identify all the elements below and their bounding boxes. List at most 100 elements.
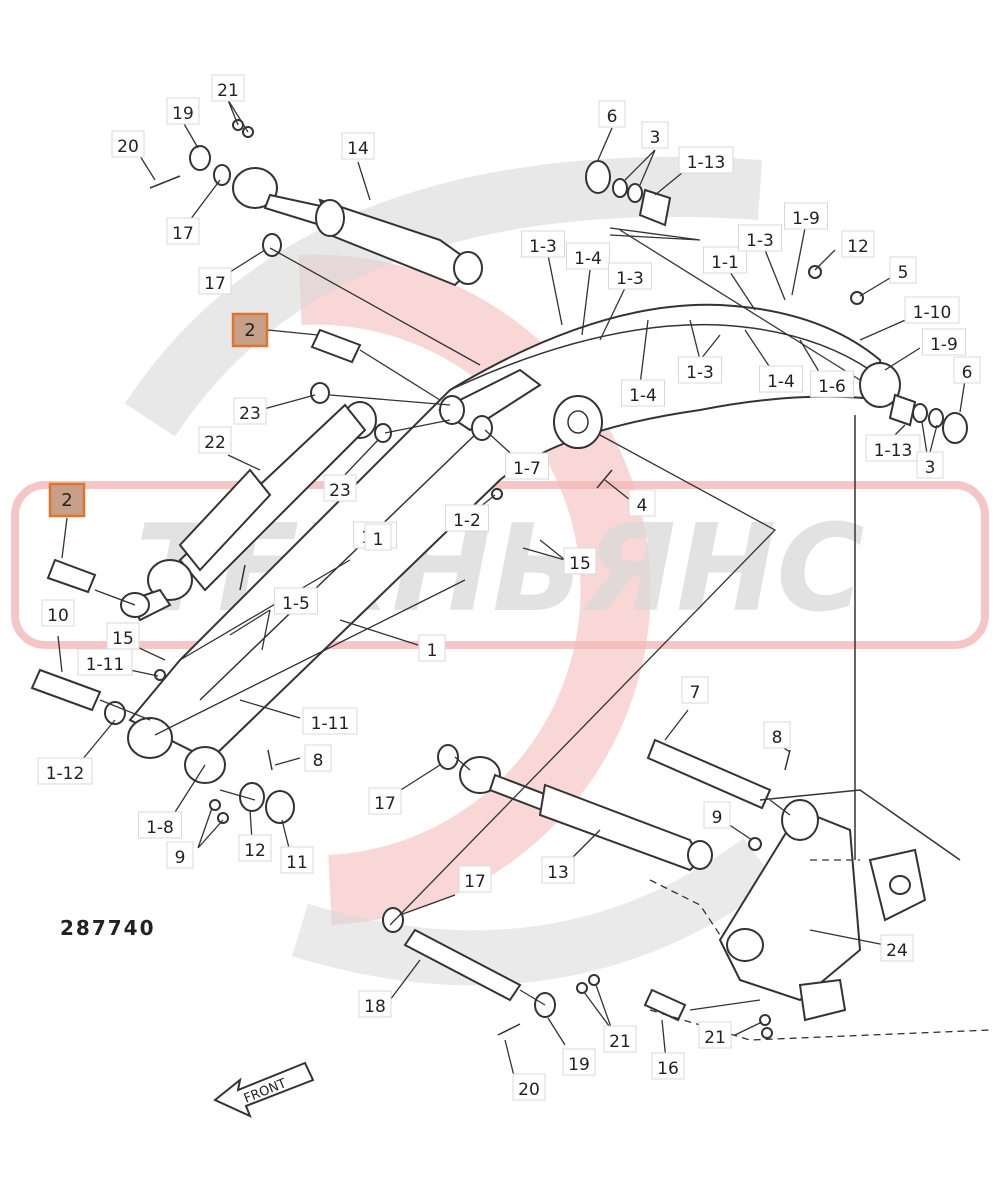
callout-box [521, 230, 565, 258]
callout-number: 8 [772, 728, 783, 748]
callout-box [651, 1052, 685, 1080]
callout-number: 17 [204, 274, 226, 294]
callout-box [274, 587, 318, 615]
callout-box [678, 356, 722, 384]
callout: 6 [598, 100, 626, 128]
callout: 11 [280, 846, 314, 874]
callout-number: 1-13 [687, 153, 726, 173]
callout: 23 [323, 474, 357, 502]
callout: 17 [198, 267, 232, 295]
highlight-box [48, 482, 86, 518]
callout: 15 [563, 547, 597, 575]
callout-box [865, 434, 921, 462]
callout-labels: 21192017141722322232101-11151-121-51-51-… [37, 74, 981, 1101]
callout-box [198, 267, 232, 295]
callout: 12 [238, 834, 272, 862]
callout-number: 1-13 [874, 441, 913, 461]
callout: 1-10 [904, 296, 960, 324]
boom-tip-boss [859, 362, 901, 408]
callout-number: 17 [464, 872, 486, 892]
callout-number: 1-9 [930, 335, 958, 355]
callout-box [681, 676, 709, 704]
callout: 3 [916, 451, 944, 479]
callout-box [238, 834, 272, 862]
boom-foot-boss [127, 717, 173, 759]
callout-box [641, 121, 669, 149]
callout-box [763, 721, 791, 749]
pin-7 [646, 738, 772, 810]
callout-number: 15 [112, 629, 134, 649]
callout: 1-11 [302, 707, 358, 735]
callout: 17 [458, 865, 492, 893]
callout-box [358, 990, 392, 1018]
highlighted-callout: 2 [231, 312, 269, 348]
callout: 1-7 [505, 452, 549, 480]
callout-number: 4 [637, 496, 648, 516]
watermark-arc-gray-lower [291, 837, 777, 986]
callout: 1-9 [784, 202, 828, 230]
boom-body [128, 303, 887, 762]
callout-number: 24 [886, 941, 908, 961]
callout: 1 [364, 523, 392, 551]
callout-box [211, 74, 245, 102]
callout-box [445, 504, 489, 532]
callout: 18 [358, 990, 392, 1018]
callout-number: 1-10 [913, 303, 952, 323]
callout-box [608, 262, 652, 290]
callout: 1-11 [77, 648, 133, 676]
callout-box [198, 426, 232, 454]
callout: 7 [681, 676, 709, 704]
boom-top-boss [553, 395, 603, 449]
callout-number: 21 [704, 1028, 726, 1048]
callout-number: 1-3 [529, 237, 557, 257]
callout-box [41, 599, 75, 627]
callout-number: 1-4 [629, 386, 657, 406]
callout: 1-6 [810, 370, 854, 398]
callout-number: 1 [427, 641, 438, 661]
callout-number: 1-11 [86, 655, 125, 675]
callout: 1-3 [521, 230, 565, 258]
callout-number: 1-5 [282, 594, 310, 614]
callout-box [953, 356, 981, 384]
pins-and-hardware [30, 119, 968, 1039]
callout-box [922, 328, 966, 356]
callout-box [703, 801, 731, 829]
assembly-lines [94, 227, 861, 1011]
callout-number: 9 [712, 808, 723, 828]
callout-box [603, 1025, 637, 1053]
callout-box [111, 130, 145, 158]
callout-box [810, 370, 854, 398]
callout: 24 [880, 934, 914, 962]
callout-number: 1-3 [616, 269, 644, 289]
boom-cylinder-left [120, 401, 377, 622]
callout-box [698, 1021, 732, 1049]
callout-number: 21 [609, 1032, 631, 1052]
callout-box [562, 1048, 596, 1076]
callout-number: 23 [329, 481, 351, 501]
callout-box [77, 648, 133, 676]
callout: 19 [562, 1048, 596, 1076]
callout: 1-3 [678, 356, 722, 384]
callout: 1-3 [738, 224, 782, 252]
callout-box [166, 217, 200, 245]
callout: 1-4 [566, 242, 610, 270]
callout-number: 21 [217, 81, 239, 101]
callout-number: 22 [204, 433, 226, 453]
callout-box [598, 100, 626, 128]
callout: 1-8 [138, 811, 182, 839]
callout-number: 2 [244, 320, 255, 341]
callout-number: 18 [364, 997, 386, 1017]
callout-number: 1-4 [574, 249, 602, 269]
callout-number: 1-8 [146, 818, 174, 838]
callout-box [418, 634, 446, 662]
callout-box [566, 242, 610, 270]
callout-number: 17 [172, 224, 194, 244]
callout-number: 6 [962, 363, 973, 383]
callout-number: 1-3 [686, 363, 714, 383]
highlight-box [231, 312, 269, 348]
highlighted-callout: 2 [48, 482, 86, 518]
callout: 14 [341, 132, 375, 160]
callout: 8 [304, 744, 332, 772]
callout: 1-4 [759, 365, 803, 393]
callout-number: 8 [313, 751, 324, 771]
